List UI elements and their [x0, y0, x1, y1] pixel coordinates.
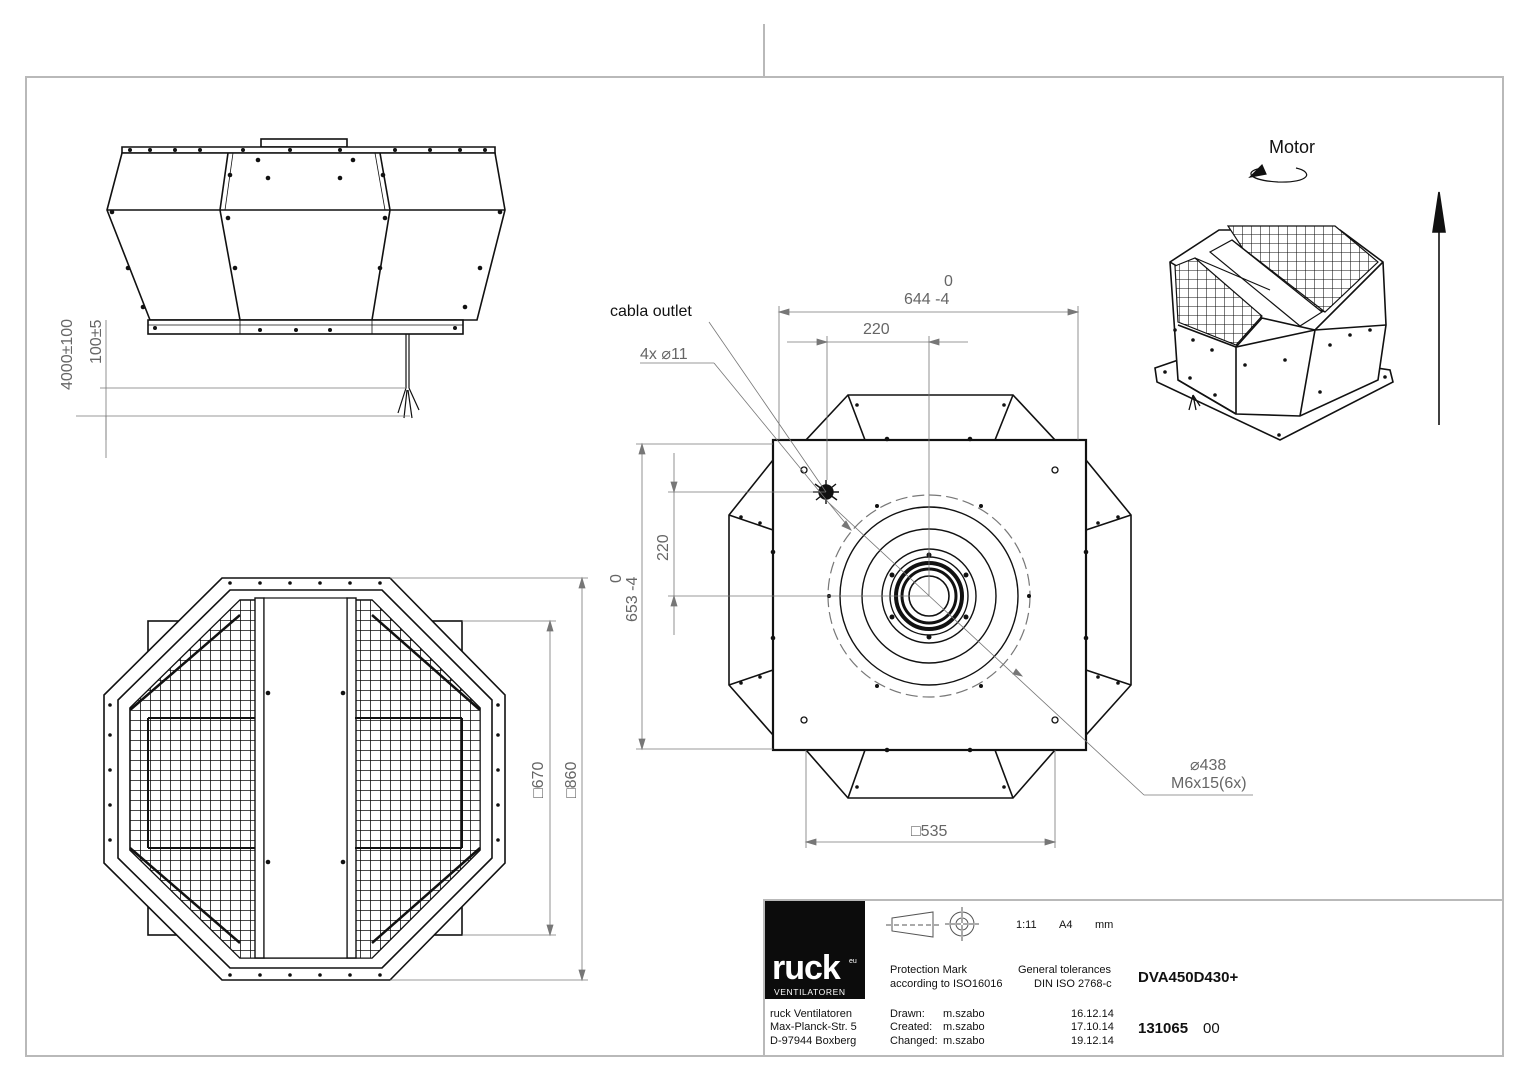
rotation-arrow	[1248, 163, 1308, 183]
drawn-by: m.szabo	[943, 1008, 985, 1020]
bore-label: ⌀438	[1190, 757, 1227, 774]
revision: 00	[1203, 1020, 1220, 1037]
projection-symbol	[886, 907, 980, 942]
created-by: m.szabo	[943, 1021, 985, 1033]
plan-view-holes	[800, 466, 1059, 724]
dim-670: □670	[530, 761, 547, 798]
general-tolerances: General tolerances	[1018, 964, 1111, 976]
drawing-frame	[25, 76, 1504, 1057]
top-view-bolts	[108, 581, 500, 977]
dim-220-h: 220	[863, 321, 890, 338]
iso-cable	[1188, 394, 1201, 411]
dim-cable-strip: 100±5	[88, 319, 105, 364]
plan-view-dimensions	[636, 306, 1253, 848]
thread-label: M6x15(6x)	[1171, 775, 1247, 792]
dim-644: 644 -4	[904, 291, 950, 308]
dim-220-v: 220	[655, 534, 672, 561]
tolerance-standard: DIN ISO 2768-c	[1034, 978, 1112, 990]
model-number: DVA450D430+	[1138, 969, 1239, 986]
scale-value: 1:11	[1016, 919, 1037, 931]
changed-date: 19.12.14	[1071, 1035, 1114, 1047]
changed-label: Changed:	[890, 1035, 938, 1047]
drawing-number: 131065	[1138, 1020, 1189, 1037]
created-label: Created:	[890, 1021, 933, 1033]
protection-mark: Protection Mark	[890, 964, 968, 976]
company-logo: ruck eu VENTILATOREN	[765, 901, 865, 999]
side-view-dimensions	[76, 320, 410, 458]
dim-tolerance-upper-h: 0	[944, 273, 953, 290]
company-name: ruck Ventilatoren	[770, 1008, 852, 1020]
holes-label: 4x ⌀11	[640, 346, 688, 363]
top-view-dimensions	[390, 576, 588, 982]
protection-standard: according to ISO16016	[890, 978, 1003, 990]
company-street: Max-Planck-Str. 5	[770, 1021, 857, 1033]
dim-653: 653 -4	[624, 576, 641, 622]
created-date: 17.10.14	[1071, 1021, 1114, 1033]
plan-view	[728, 394, 1132, 799]
unit: mm	[1095, 919, 1114, 931]
cable-outlet-label: cabla outlet	[610, 303, 692, 320]
plan-view-bolts	[739, 403, 1120, 789]
company-city: D-97944 Boxberg	[770, 1035, 857, 1047]
iso-view-grille	[1174, 225, 1379, 346]
title-block	[763, 899, 1504, 1056]
top-view-grille	[129, 597, 481, 959]
side-view	[106, 138, 506, 419]
motor-label: Motor	[1269, 137, 1316, 157]
airflow-arrow	[1432, 191, 1446, 425]
drawn-label: Drawn:	[890, 1008, 925, 1020]
dim-860: □860	[563, 761, 580, 798]
drawn-date: 16.12.14	[1071, 1008, 1114, 1020]
iso-view-bolts	[1163, 328, 1387, 437]
dim-cable-length: 4000±100	[59, 318, 76, 390]
paper-size: A4	[1059, 919, 1073, 931]
side-view-bolts	[109, 148, 503, 332]
changed-by: m.szabo	[943, 1035, 985, 1047]
dim-535: □535	[911, 823, 948, 840]
